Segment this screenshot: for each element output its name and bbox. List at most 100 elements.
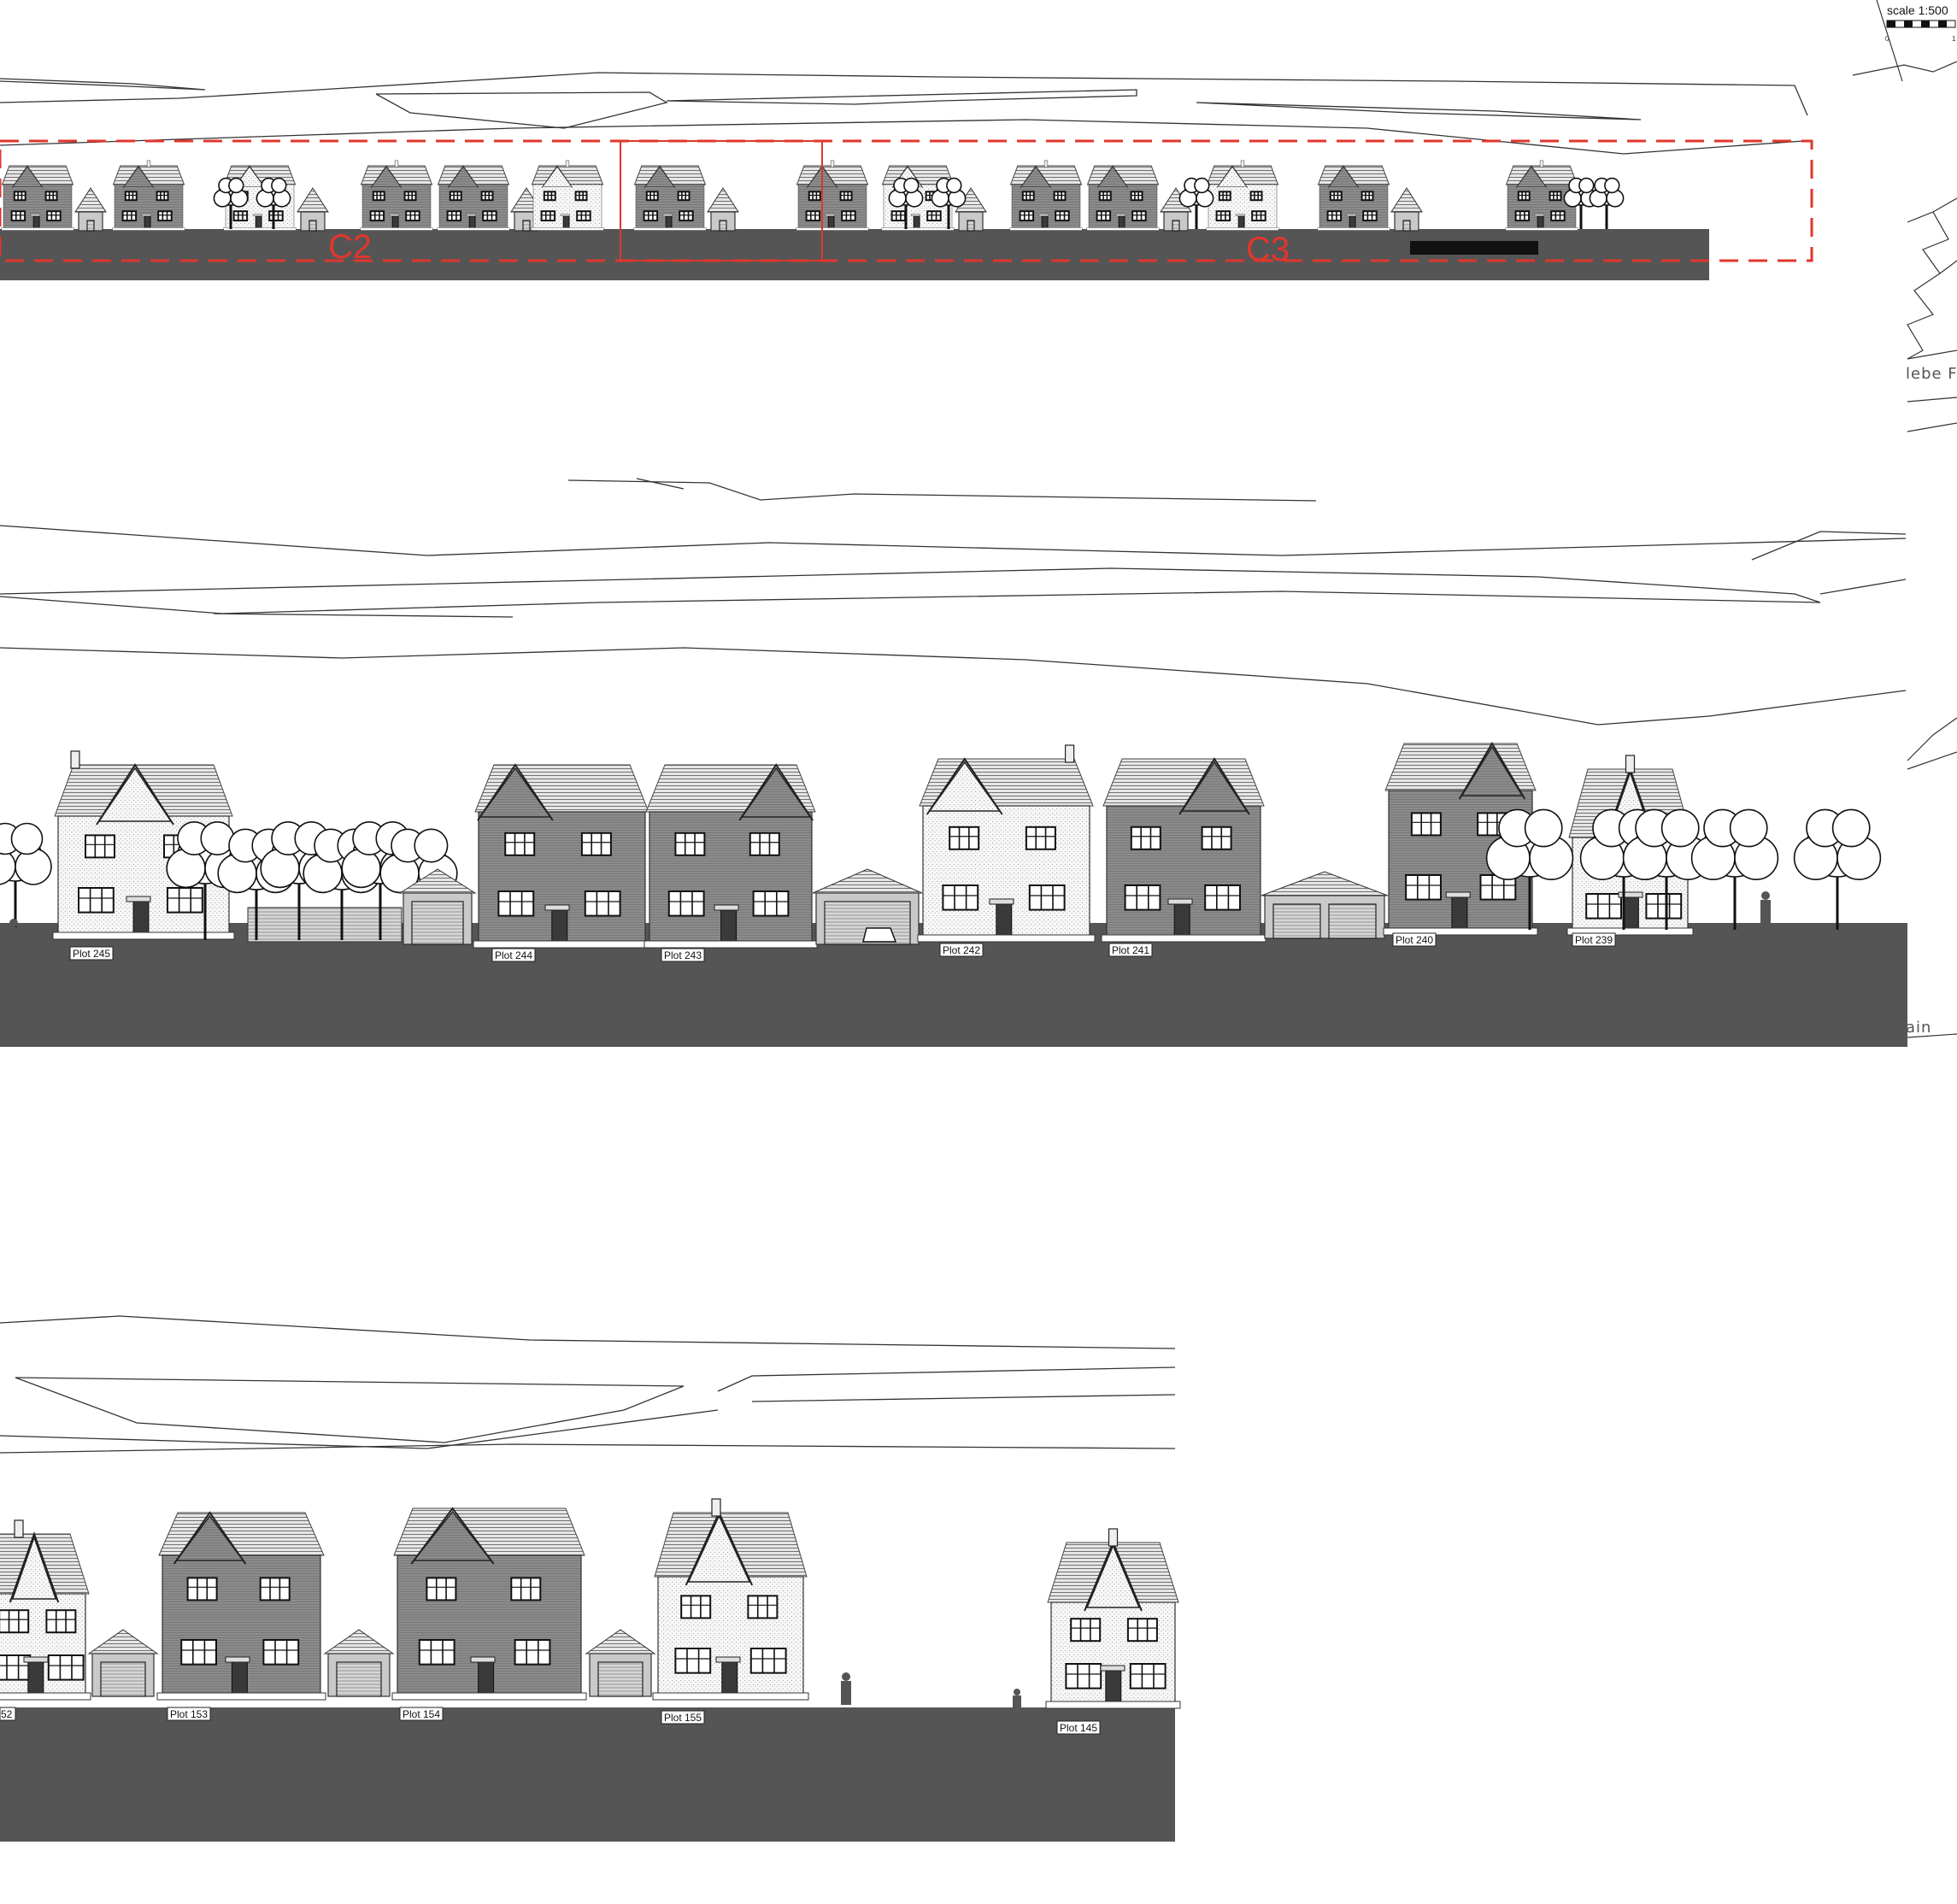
garage (707, 187, 739, 232)
chimney (1625, 755, 1636, 773)
porch-canopy (1038, 214, 1049, 216)
window (1021, 191, 1035, 202)
garage-roof (297, 187, 329, 213)
map-road-name-fragment: lebe F (1906, 365, 1957, 383)
scale-bar-blocks (1887, 21, 1947, 27)
window (1550, 210, 1566, 222)
tree (1485, 808, 1574, 930)
window (403, 191, 417, 202)
gable (1020, 167, 1051, 187)
gable (1328, 167, 1359, 187)
garage (955, 187, 987, 232)
scale-bar: scale 1:500 0 1 (1885, 3, 1956, 43)
garage-door (1272, 903, 1321, 939)
map-building-outline (1907, 211, 1949, 360)
front-door (1622, 896, 1639, 932)
window (1585, 893, 1622, 920)
window (1131, 210, 1147, 222)
zone-label-c3: C3 (1246, 231, 1290, 268)
tree-canopy (228, 177, 244, 194)
front-door (827, 215, 835, 230)
porch-canopy (714, 904, 739, 911)
chimney (1043, 160, 1049, 167)
house-elevation (1009, 160, 1083, 231)
tree-canopy (260, 848, 300, 889)
middle-house-row (0, 742, 1882, 949)
person-figure (1760, 900, 1771, 923)
window (1218, 191, 1231, 202)
house-elevation (0, 1519, 91, 1701)
plot-label-145: Plot 145 (1056, 1720, 1101, 1735)
tree-canopy (1194, 177, 1210, 194)
garage-door (1172, 220, 1180, 232)
garage-roof (585, 1629, 656, 1654)
tree-canopy (414, 828, 449, 863)
front-door (1237, 215, 1245, 230)
window (1053, 191, 1067, 202)
window (1326, 210, 1343, 222)
window (1130, 191, 1143, 202)
gable (371, 167, 402, 187)
site-plan-fragment: lebe F ain (1852, 0, 1957, 1038)
sky-lines-top (0, 72, 1808, 155)
window (890, 210, 907, 222)
porch-canopy (1618, 891, 1643, 898)
porch-canopy (1235, 214, 1245, 216)
garage-roof (87, 1629, 159, 1654)
window (1249, 191, 1263, 202)
house-elevation (1383, 742, 1538, 936)
window (643, 210, 659, 222)
tree (1589, 177, 1625, 229)
window (584, 890, 621, 917)
window (259, 1577, 291, 1601)
garage-roof (812, 868, 923, 894)
garage (1261, 871, 1389, 939)
window (46, 210, 62, 222)
elevation-middle: Plot 245 Plot 244 Plot 243 Plot 242 Plot… (0, 478, 1907, 1047)
gable (1180, 761, 1249, 812)
window (667, 890, 705, 917)
porch-canopy (470, 1656, 496, 1663)
garage-door (967, 220, 975, 232)
porch-canopy (715, 1656, 741, 1663)
front-door (913, 215, 920, 230)
middle-plot-labels: Plot 245 Plot 244 Plot 243 Plot 242 Plot… (69, 932, 1616, 962)
bottom-house-row (0, 1498, 1181, 1709)
window (749, 832, 780, 856)
window (1251, 210, 1266, 222)
window (674, 1648, 712, 1674)
window (480, 191, 494, 202)
map-line (1939, 260, 1957, 274)
porch-canopy (910, 214, 920, 216)
gable (12, 167, 43, 187)
front-door (1118, 215, 1125, 230)
map-line (1876, 0, 1903, 82)
map-line (1932, 197, 1957, 213)
elevation-top: C2 C3 (0, 72, 1813, 280)
window (1215, 210, 1231, 222)
scale-tick-start: 0 (1885, 35, 1889, 43)
garage-door (411, 901, 464, 945)
chimney (1064, 744, 1075, 763)
house-elevation (796, 160, 869, 231)
window (418, 1639, 455, 1666)
porch-canopy (1167, 898, 1193, 905)
garage (297, 187, 329, 232)
plot-label-245: Plot 245 (69, 946, 114, 961)
window (156, 191, 169, 202)
gable (740, 767, 812, 818)
window (268, 210, 284, 222)
window (10, 210, 26, 222)
boundary-fence (247, 907, 403, 943)
porch-canopy (141, 214, 151, 216)
garage (74, 187, 107, 232)
person-figure (9, 919, 18, 927)
plot-label-242: Plot 242 (939, 943, 984, 957)
window (1405, 874, 1442, 901)
window (1360, 191, 1374, 202)
tree-canopy (341, 848, 381, 889)
scale-block (1887, 21, 1895, 27)
garage-door (522, 220, 531, 232)
window (1410, 812, 1442, 837)
garage-roof (74, 187, 107, 213)
